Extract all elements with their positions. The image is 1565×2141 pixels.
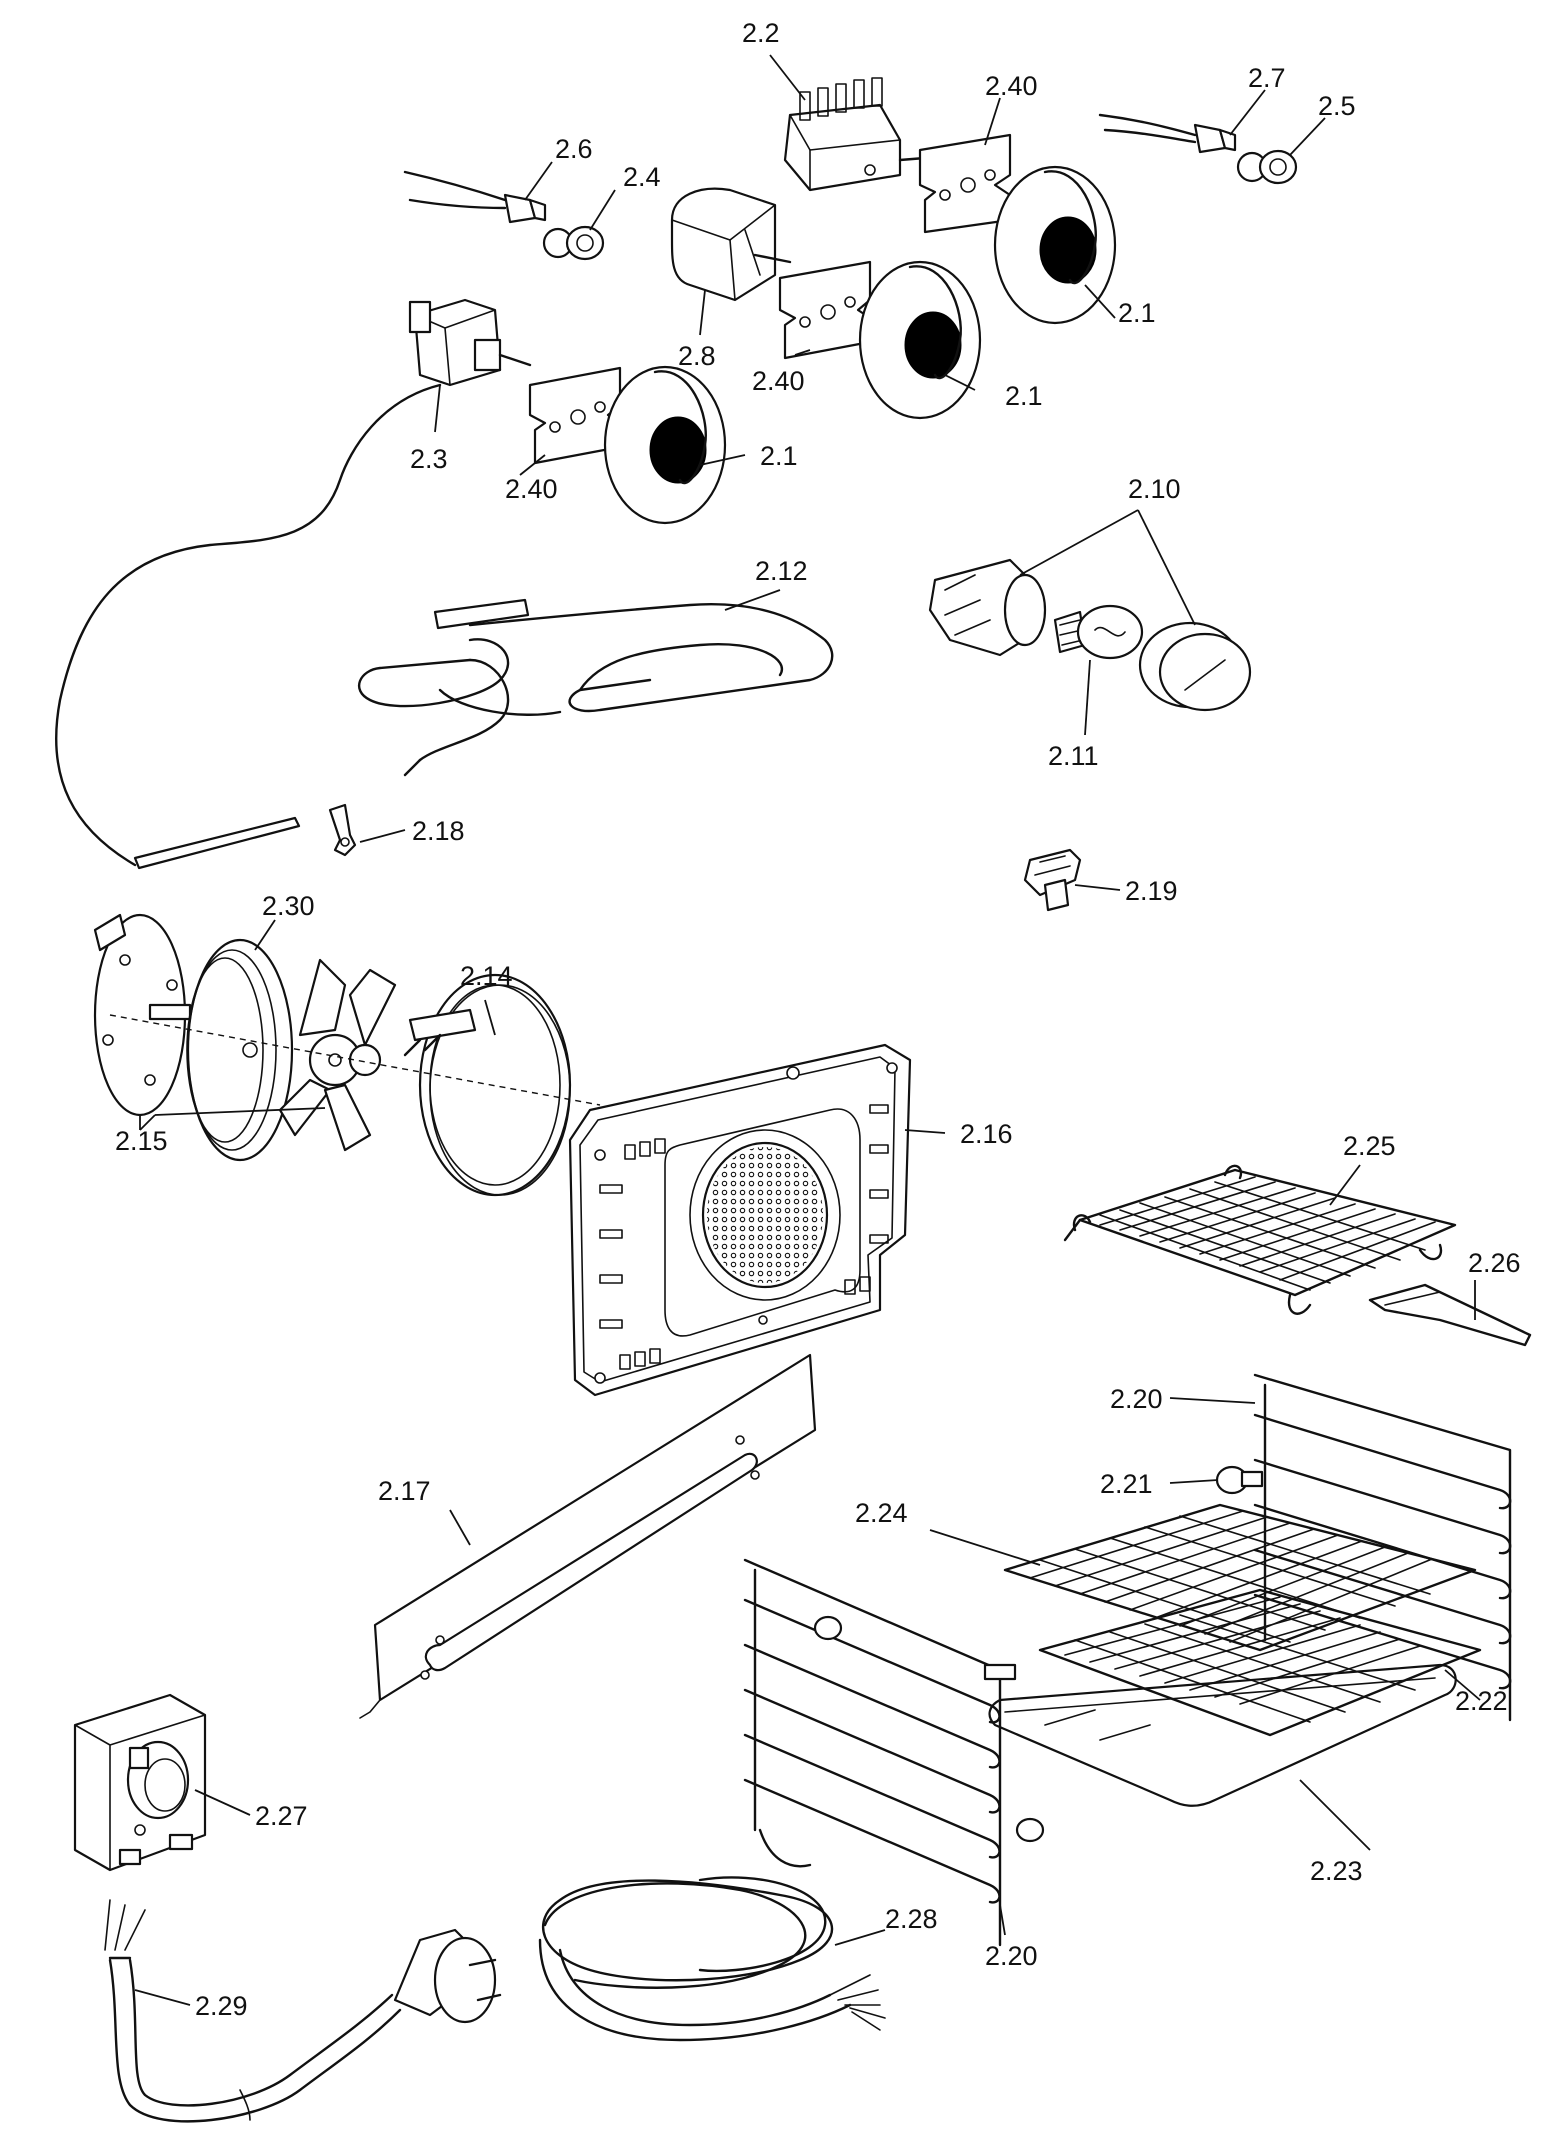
label-2-4: 2.4 bbox=[623, 162, 661, 192]
circular-element-2-14 bbox=[403, 973, 572, 1197]
label-2-6: 2.6 bbox=[555, 134, 593, 164]
leader-lines bbox=[134, 54, 1481, 2006]
mains-cable-2-29 bbox=[104, 1899, 502, 2123]
lamp-cover-2-10 bbox=[1138, 621, 1252, 712]
lamp-bulb-2-11 bbox=[1053, 604, 1144, 660]
label-2-2: 2.2 bbox=[742, 18, 780, 48]
label-2-40-c: 2.40 bbox=[505, 474, 558, 504]
label-2-27: 2.27 bbox=[255, 1801, 308, 1831]
label-2-10: 2.10 bbox=[1128, 474, 1181, 504]
lamp-lens-2-5 bbox=[1236, 149, 1298, 185]
control-knob-2-1-b bbox=[858, 260, 982, 420]
thermostat-2-3 bbox=[55, 298, 532, 870]
label-2-20-b: 2.20 bbox=[985, 1941, 1038, 1971]
oven-rack-2-24 bbox=[1003, 1503, 1477, 1652]
label-2-18: 2.18 bbox=[412, 816, 465, 846]
timer-2-27 bbox=[73, 1693, 207, 1872]
indicator-lamp-2-7 bbox=[1098, 113, 1237, 154]
label-2-19: 2.19 bbox=[1125, 876, 1178, 906]
baking-tray-2-22 bbox=[1038, 1588, 1482, 1737]
label-2-29: 2.29 bbox=[195, 1991, 248, 2021]
lamp-lens-2-4 bbox=[542, 225, 605, 261]
label-2-8: 2.8 bbox=[678, 341, 716, 371]
side-grid-2-20-right bbox=[1253, 1373, 1512, 1722]
fan-blade bbox=[278, 958, 397, 1152]
side-grid-2-20-left bbox=[743, 1558, 1045, 1947]
label-2-1-c: 2.1 bbox=[760, 441, 798, 471]
back-panel-2-16 bbox=[568, 1043, 912, 1397]
label-2-1-b: 2.1 bbox=[1005, 381, 1043, 411]
mounting-plate-2-40-b bbox=[778, 260, 872, 360]
label-2-26: 2.26 bbox=[1468, 1248, 1521, 1278]
motor-plate-2-30 bbox=[186, 938, 294, 1162]
indicator-lamp-2-6 bbox=[403, 170, 547, 224]
mounting-plate-2-40-a bbox=[918, 133, 1012, 234]
label-2-16: 2.16 bbox=[960, 1119, 1013, 1149]
cable-harness-2-28 bbox=[538, 1876, 886, 2042]
control-knob-2-1-a bbox=[993, 165, 1117, 325]
label-2-28: 2.28 bbox=[885, 1904, 938, 1934]
label-2-24: 2.24 bbox=[855, 1498, 908, 1528]
rack-clip-2-26 bbox=[1368, 1283, 1532, 1347]
control-knob-2-1-c bbox=[603, 365, 727, 525]
label-2-14: 2.14 bbox=[460, 961, 513, 991]
label-2-11: 2.11 bbox=[1048, 741, 1099, 771]
label-2-7: 2.7 bbox=[1248, 63, 1286, 93]
label-2-20-a: 2.20 bbox=[1110, 1384, 1163, 1414]
switch-2-8 bbox=[670, 187, 792, 302]
label-2-3: 2.3 bbox=[410, 444, 448, 474]
label-2-40-a: 2.40 bbox=[985, 71, 1038, 101]
lamp-holder-2-10 bbox=[928, 558, 1047, 657]
label-2-21: 2.21 bbox=[1100, 1469, 1153, 1499]
oven-rack-2-25 bbox=[1063, 1164, 1457, 1315]
selector-switch-2-2 bbox=[783, 77, 927, 192]
screw-2-21 bbox=[1215, 1465, 1264, 1495]
label-2-40-b: 2.40 bbox=[752, 366, 805, 396]
label-2-5: 2.5 bbox=[1318, 91, 1356, 121]
label-2-30: 2.30 bbox=[262, 891, 315, 921]
grill-element-2-12 bbox=[358, 598, 834, 777]
rack-2-23 bbox=[988, 1663, 1457, 1807]
label-2-25: 2.25 bbox=[1343, 1131, 1396, 1161]
rail-2-17 bbox=[359, 1353, 817, 1719]
label-2-22: 2.22 bbox=[1455, 1686, 1508, 1716]
label-2-15: 2.15 bbox=[115, 1126, 168, 1156]
label-2-12: 2.12 bbox=[755, 556, 808, 586]
label-2-17: 2.17 bbox=[378, 1476, 431, 1506]
clip-2-18 bbox=[328, 803, 357, 857]
clip-2-19 bbox=[1023, 848, 1082, 912]
label-2-1-a: 2.1 bbox=[1118, 298, 1156, 328]
fan-motor-2-15 bbox=[93, 913, 192, 1117]
label-2-23: 2.23 bbox=[1310, 1856, 1363, 1886]
part-labels: 2.2 2.40 2.7 2.5 2.6 2.4 2.1 2.8 2.40 2.… bbox=[115, 18, 1521, 2021]
